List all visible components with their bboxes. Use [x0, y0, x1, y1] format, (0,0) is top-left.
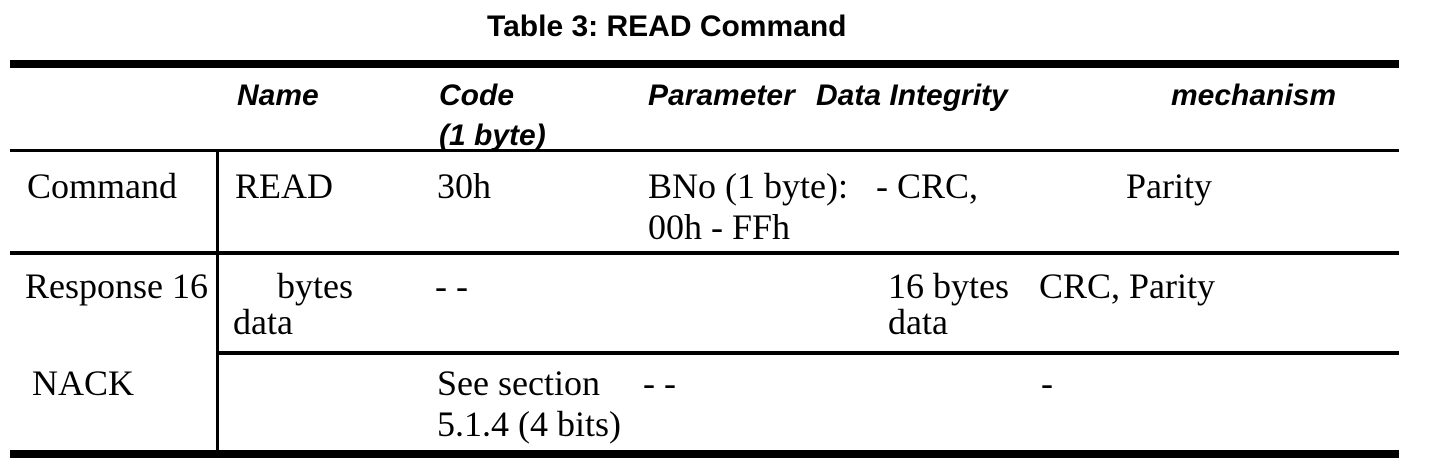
response-code-cell: - -	[435, 266, 468, 306]
nack-code-line1: See section	[437, 363, 600, 403]
row-separator-command-response	[10, 251, 1399, 255]
header-name: Name	[237, 79, 319, 112]
nack-code-line2: 5.1.4 (4 bits)	[437, 404, 621, 444]
response-mechanism-cell: CRC, Parity	[1039, 266, 1216, 306]
label-column-divider	[216, 149, 219, 458]
response-data-integrity-line1: 16 bytes	[888, 266, 1009, 306]
response-name-line1: bytes	[277, 266, 353, 306]
response-data-integrity-line2: data	[888, 302, 948, 342]
command-code-cell: 30h	[437, 166, 491, 206]
header-code-line2: (1 byte)	[439, 119, 546, 152]
command-parameter-line1: BNo (1 byte):	[648, 166, 848, 206]
header-underline	[10, 149, 1399, 152]
command-name-cell: READ	[235, 166, 333, 206]
command-mechanism-cell: Parity	[1126, 166, 1212, 206]
command-data-integrity-cell: - CRC,	[876, 166, 979, 206]
header-data-integrity: Data Integrity	[816, 79, 1008, 112]
response-name-line2: data	[233, 302, 293, 342]
nack-row-label: NACK	[32, 363, 135, 403]
command-row-label: Command	[27, 166, 177, 206]
nack-parameter-cell: - -	[643, 363, 676, 403]
command-parameter-line2: 00h - FFh	[648, 207, 791, 247]
response-row-label: Response 16	[25, 266, 208, 306]
row-separator-response-nack	[217, 351, 1399, 355]
table-caption: Table 3: READ Command	[487, 10, 847, 43]
header-parameter: Parameter	[648, 79, 795, 112]
nack-mechanism-cell: -	[1041, 363, 1053, 403]
header-mechanism: mechanism	[1171, 79, 1337, 112]
table-top-border	[10, 60, 1399, 68]
header-code-line1: Code	[439, 79, 514, 112]
table-bottom-border	[10, 450, 1399, 458]
